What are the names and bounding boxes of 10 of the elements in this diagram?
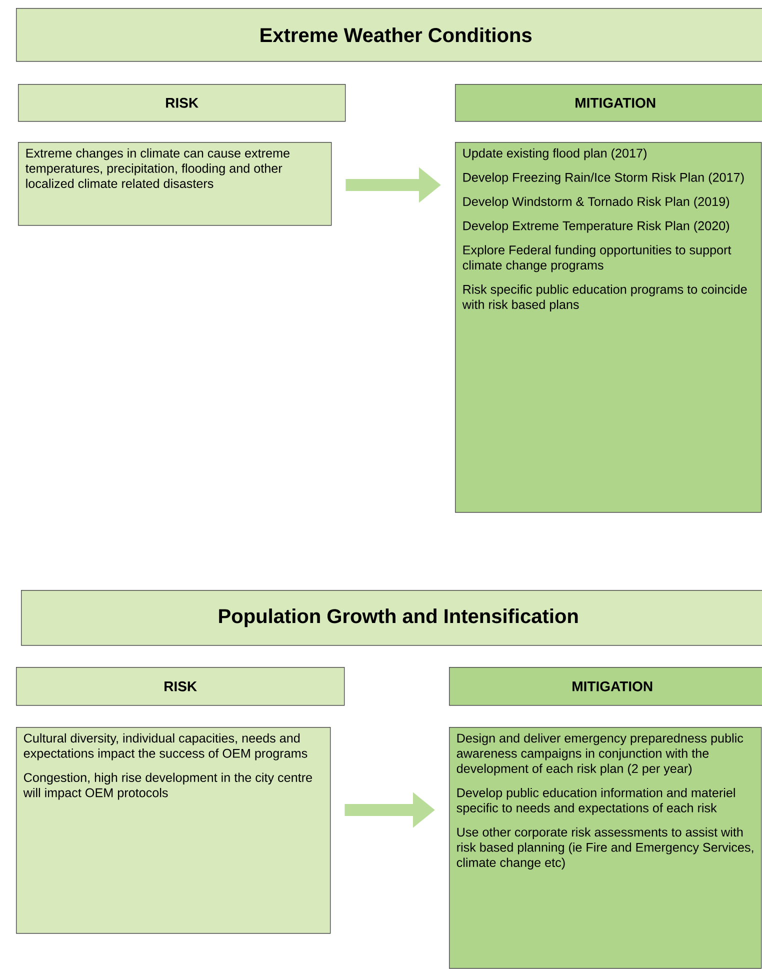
mitigation-box: Update existing flood plan (2017) Develop Freezing Rain/Ice Storm Risk Plan (2017) Develop Windstorm & Tornado Risk Plan (2019) Develop Extreme Temperature Risk Plan (2020) Explore Federal funding opportunities to support climate change programs Risk specific public education programs to coincide with risk based plans <box>455 142 762 513</box>
mitigation-box: Design and deliver emergency preparedness public awareness campaigns in conjunction with the development of each risk plan (2 per year) Develop public education information and materiel specific to needs and expectations of each risk Use other corporate risk assessments to assist with risk based planning (ie Fire and Emergency Services, climate change etc) <box>449 727 762 969</box>
column-header: MITIGATION <box>449 667 762 706</box>
risk-box: Cultural diversity, individual capacities, needs and expectations impact the success of OEM programs Congestion, high rise development in the city centre will impact OEM protocols <box>16 727 331 934</box>
title-banner: Extreme Weather Conditions <box>16 8 762 62</box>
column-header: RISK <box>18 84 346 122</box>
risk-box: Extreme changes in climate can cause extreme temperatures, precipitation, flooding and other localized climate related disasters <box>18 142 332 226</box>
title-banner: Population Growth and Intensification <box>21 590 762 646</box>
column-header: RISK <box>16 667 345 706</box>
column-header: MITIGATION <box>455 84 762 122</box>
